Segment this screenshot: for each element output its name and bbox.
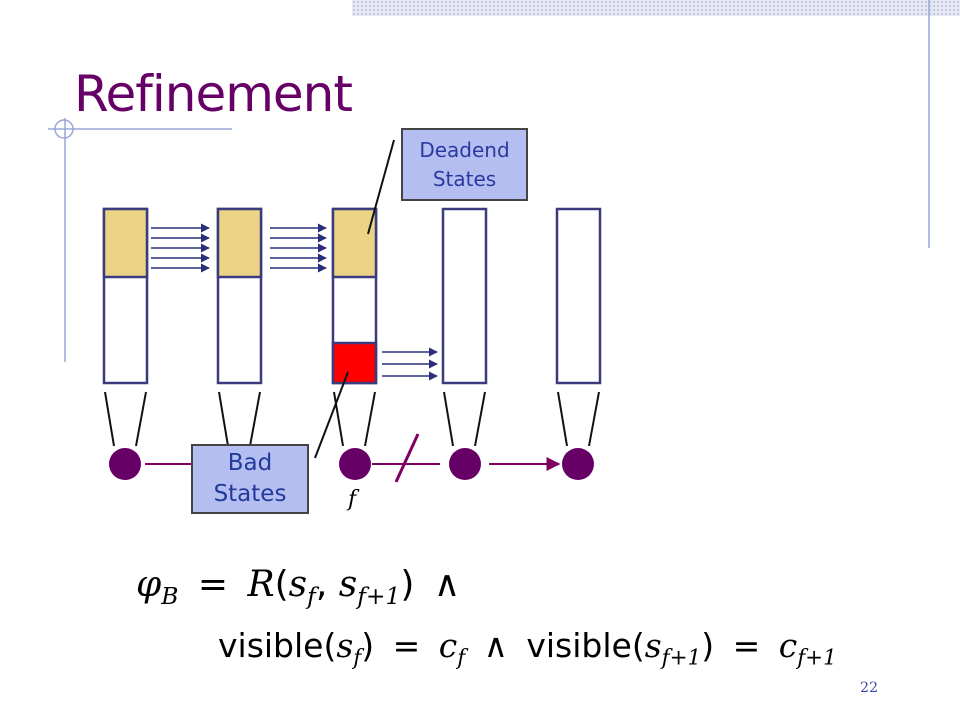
deadend-callout-line2: States [432, 166, 497, 191]
deadend-pointer-line [367, 139, 395, 235]
bad-states-callout: Bad States [191, 444, 309, 514]
transition-arrows-1-2 [151, 223, 210, 273]
deadend-region-2 [216, 207, 263, 279]
abstract-node-1 [109, 448, 141, 480]
abstract-node-5 [562, 448, 594, 480]
transition-arrows-2-3 [270, 223, 327, 273]
transition-arrows-bad-4 [382, 347, 438, 381]
deadend-states-callout: Deadend States [401, 128, 528, 201]
deadend-callout-line1: Deadend [419, 137, 510, 162]
header-band [352, 0, 960, 16]
bad-pointer-line [314, 371, 349, 459]
abstract-node-3 [339, 448, 371, 480]
bad-callout-line2: States [213, 481, 287, 507]
deadend-region-3 [331, 207, 378, 279]
page-number: 22 [860, 680, 878, 696]
bad-callout-line1: Bad [227, 450, 273, 476]
broken-transition-slash [394, 433, 420, 483]
bad-region [331, 341, 378, 385]
state-column-5 [555, 207, 602, 385]
rule-corner-circle [54, 119, 74, 139]
formula-phi-b: φB = R(sf, sf+1) ∧ [136, 564, 461, 611]
slide-title: Refinement [74, 65, 353, 123]
formula-visible: visible(sf) = cf ∧ visible(sf+1) = cf+1 [218, 626, 837, 671]
state-column-4 [441, 207, 488, 385]
deadend-region-1 [102, 207, 149, 279]
abstract-node-4 [449, 448, 481, 480]
abstraction-lines [104, 391, 600, 447]
state-label-f: f [346, 487, 360, 512]
